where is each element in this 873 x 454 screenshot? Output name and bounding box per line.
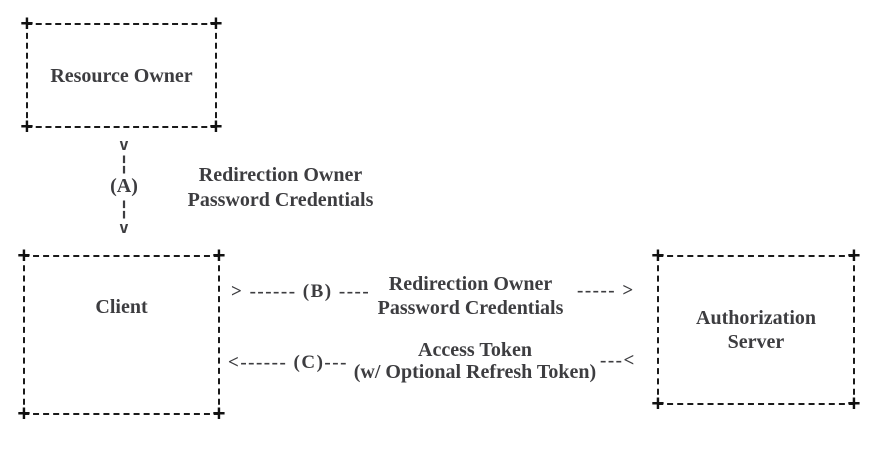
dashed-line-segment-icon: ¦ xyxy=(117,196,131,220)
corner-plus-icon: + xyxy=(209,114,223,138)
flow-b-caption-line2: Password Credentials xyxy=(377,297,564,319)
flow-a-caption: Redirection Owner Password Credentials xyxy=(178,163,383,213)
flow-b-caption: Redirection Owner Password Credentials xyxy=(368,272,573,320)
corner-plus-icon: + xyxy=(20,11,34,35)
flow-b-arrow-right: ----- > xyxy=(577,280,635,301)
flow-c-caption: Access Token (w/ Optional Refresh Token) xyxy=(345,339,605,383)
corner-plus-icon: + xyxy=(209,11,223,35)
flow-c-caption-line2: (w/ Optional Refresh Token) xyxy=(353,361,597,383)
arrowhead-down-icon: v xyxy=(119,218,129,237)
flow-a-arrow: v ¦ (A) ¦ v xyxy=(98,136,150,236)
dashed-line-segment-icon: ¦ xyxy=(117,151,131,175)
corner-plus-icon: + xyxy=(20,114,34,138)
resource-owner-label: Resource Owner xyxy=(50,64,193,87)
corner-plus-icon: + xyxy=(651,391,665,415)
resource-owner-box: + + + + Resource Owner xyxy=(21,13,223,137)
corner-plus-icon: + xyxy=(847,243,861,267)
flow-b-caption-line1: Redirection Owner xyxy=(388,273,553,295)
flow-c-arrow-right: ---< xyxy=(600,350,636,371)
client-label: Client xyxy=(95,296,148,318)
authorization-server-box: + + + + Authorization Server xyxy=(652,245,861,414)
flow-c-arrow-left: <------ (C)--- xyxy=(228,352,348,373)
flow-c-caption-line1: Access Token xyxy=(418,339,532,361)
flow-a-step-label: (A) xyxy=(110,175,138,197)
authorization-server-label: Authorization Server xyxy=(696,307,816,353)
arrowhead-down-icon: v xyxy=(119,135,129,154)
flow-a-caption-line2: Password Credentials xyxy=(187,189,374,211)
flow-a-caption-line1: Redirection Owner xyxy=(198,164,363,186)
corner-plus-icon: + xyxy=(847,391,861,415)
corner-plus-icon: + xyxy=(212,243,226,267)
flow-b-arrow-left: > ------ (B) ---- xyxy=(231,281,371,302)
corner-plus-icon: + xyxy=(17,243,31,267)
corner-plus-icon: + xyxy=(212,401,226,425)
corner-plus-icon: + xyxy=(651,243,665,267)
client-box: + + + + Client xyxy=(18,245,226,424)
corner-plus-icon: + xyxy=(17,401,31,425)
